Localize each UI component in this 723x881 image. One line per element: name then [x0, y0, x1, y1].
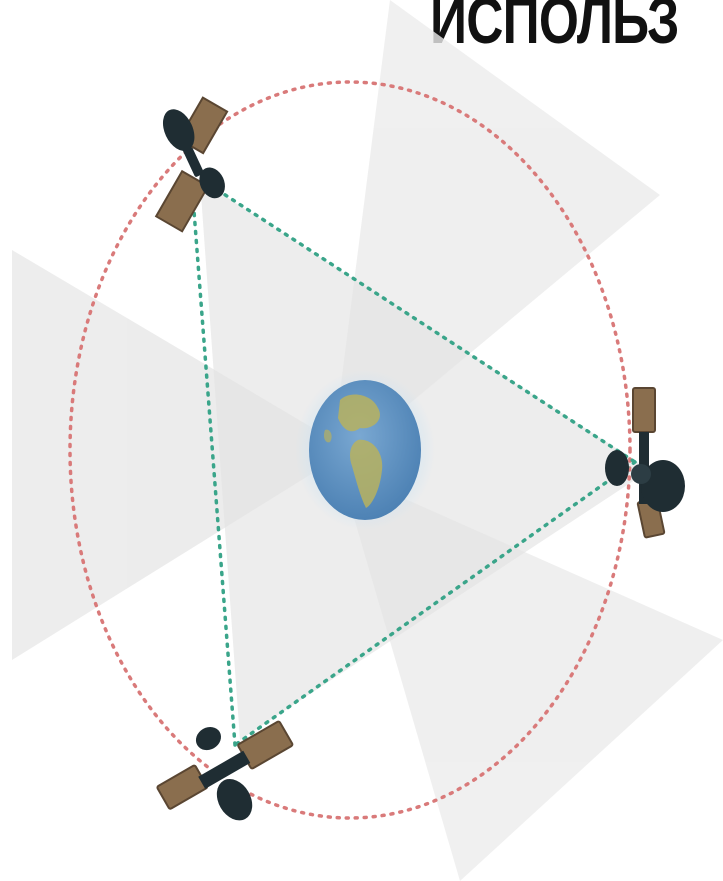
coverage-beam-left — [12, 250, 350, 660]
link-right-to-bottom-left — [233, 460, 637, 747]
earth-icon — [295, 370, 435, 530]
satellite-icon — [154, 96, 229, 233]
satellite-links — [190, 183, 637, 747]
orbit-ring — [68, 80, 632, 820]
link-bottom-left-to-top-left — [190, 183, 237, 747]
satellite-icon — [605, 387, 685, 539]
page-title: ИСПОЛЬЗ — [430, 0, 679, 57]
satellite-icon — [156, 720, 294, 821]
link-top-left-to-right — [208, 183, 637, 464]
